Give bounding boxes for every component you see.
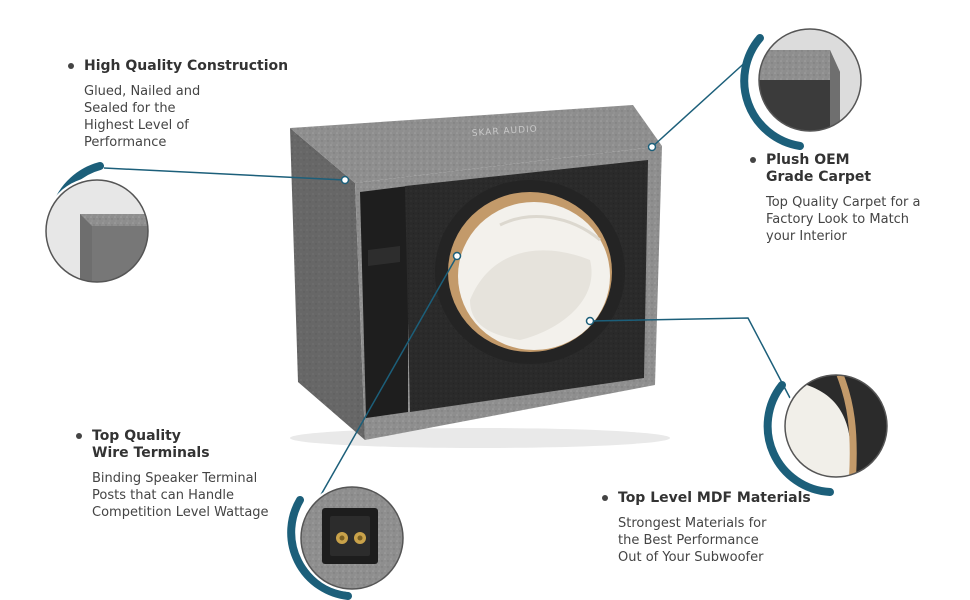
feature-title-line: High Quality Construction bbox=[84, 58, 289, 74]
bullet-icon bbox=[602, 495, 608, 501]
callout-dot-mdf bbox=[585, 316, 595, 326]
feature-title: Top Quality Wire Terminals bbox=[74, 428, 294, 462]
bullet-icon bbox=[76, 433, 82, 439]
feature-terminals: Top Quality Wire Terminals Binding Speak… bbox=[74, 428, 294, 521]
subwoofer-enclosure: SKAR AUDIO bbox=[290, 105, 670, 448]
feature-description: Strongest Materials for the Best Perform… bbox=[618, 516, 767, 565]
feature-title-line: Top Level MDF Materials bbox=[618, 490, 811, 506]
bullet-icon bbox=[750, 157, 756, 163]
callout-dot-carpet bbox=[647, 142, 657, 152]
mdf-edge-closeup-icon bbox=[763, 372, 890, 496]
callout-line-mdf bbox=[589, 317, 791, 399]
feature-construction: High Quality Construction Glued, Nailed … bbox=[66, 58, 306, 151]
feature-title-line: Top Quality bbox=[92, 428, 181, 444]
callout-dot-construction bbox=[340, 175, 350, 185]
feature-description: Binding Speaker Terminal Posts that can … bbox=[92, 471, 269, 520]
callout-dot-terminals bbox=[452, 251, 462, 261]
terminal-cup-closeup-icon bbox=[287, 484, 406, 600]
feature-title-line: Wire Terminals bbox=[92, 445, 210, 461]
feature-carpet: Plush OEM Grade Carpet Top Quality Carpe… bbox=[748, 152, 948, 245]
bullet-icon bbox=[68, 63, 74, 69]
feature-title: Top Level MDF Materials bbox=[600, 490, 840, 507]
feature-title: High Quality Construction bbox=[66, 58, 306, 75]
callout-lines bbox=[103, 57, 791, 501]
box-edge-closeup-icon bbox=[43, 162, 151, 285]
callout-line-terminals bbox=[317, 255, 458, 501]
carpet-corner-closeup-icon bbox=[740, 26, 864, 150]
callout-line-construction bbox=[103, 167, 346, 181]
callout-line-carpet bbox=[651, 57, 751, 148]
feature-title-line: Plush OEM bbox=[766, 152, 850, 168]
feature-mdf: Top Level MDF Materials Strongest Materi… bbox=[600, 490, 840, 566]
feature-title: Plush OEM Grade Carpet bbox=[748, 152, 948, 186]
brand-logo: SKAR AUDIO bbox=[472, 124, 539, 139]
feature-description: Glued, Nailed and Sealed for the Highest… bbox=[84, 84, 201, 150]
feature-title-line: Grade Carpet bbox=[766, 169, 872, 185]
feature-description: Top Quality Carpet for a Factory Look to… bbox=[766, 195, 921, 244]
